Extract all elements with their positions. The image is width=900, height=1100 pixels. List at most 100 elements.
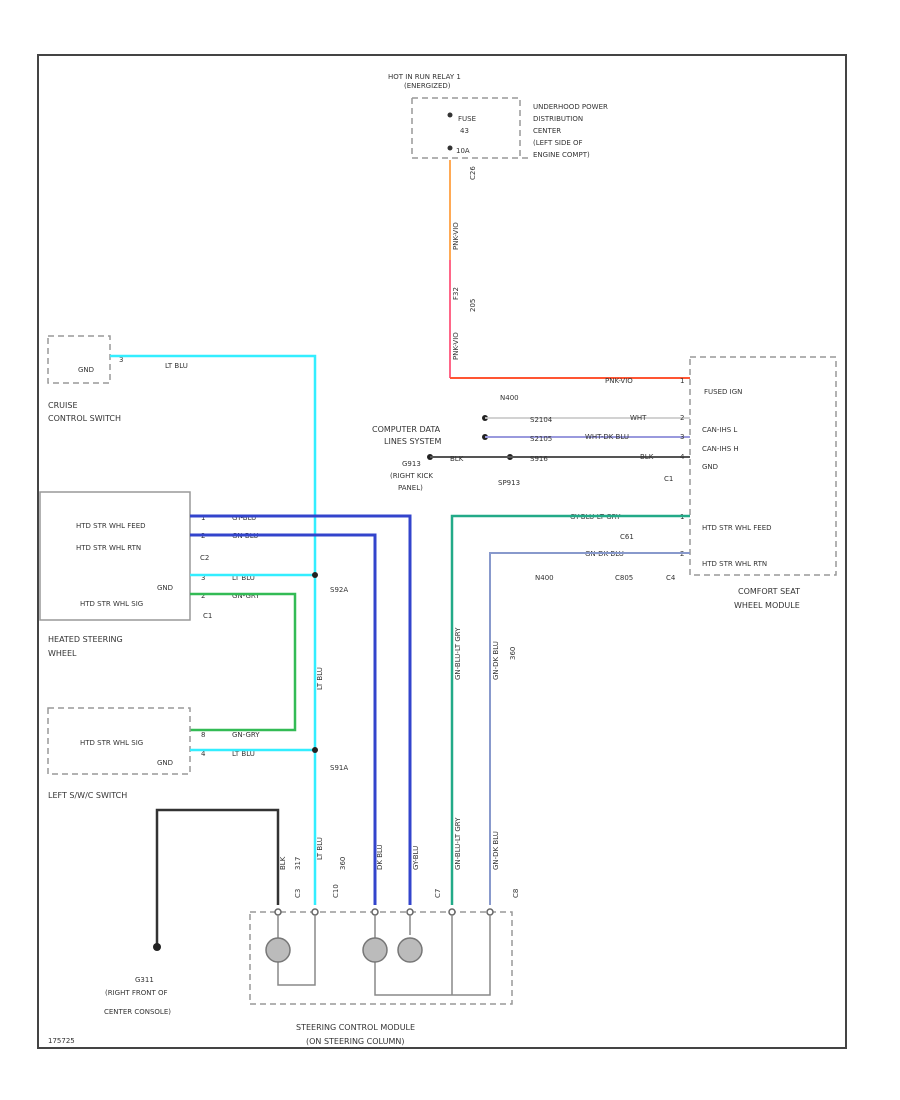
- heated-pin-1: 1: [201, 514, 205, 522]
- comfort-name-1: COMFORT SEAT: [738, 587, 800, 596]
- underhood-line-2: DISTRIBUTION: [533, 115, 583, 123]
- underhood-line-3: CENTER: [533, 127, 561, 135]
- module-component-3: [397, 937, 423, 963]
- comfort-wire-fused: PNK-VIO: [605, 377, 633, 385]
- feed-code: C26: [469, 166, 477, 180]
- conn-c8: C8: [512, 889, 520, 898]
- cdl-line-1: COMPUTER DATA: [372, 425, 441, 434]
- comfort-pin-canl: 2: [680, 414, 684, 422]
- cruise-wire-color: LT BLU: [165, 362, 188, 370]
- feed-wire-color-2: PNK-VIO: [452, 332, 460, 360]
- feed-pin: F32: [452, 287, 460, 300]
- conn-c7: C7: [434, 889, 442, 898]
- comfort-feed: HTD STR WHL FEED: [702, 524, 772, 532]
- cyan-wire-num: 360: [339, 857, 347, 870]
- heated-pin-4: 2: [201, 592, 205, 600]
- underhood-line-1: UNDERHOOD POWER: [533, 103, 608, 111]
- heated-pin-3: 3: [201, 574, 205, 582]
- comfort-rtn-wire: [489, 552, 690, 905]
- left-switch-pin-2: 4: [201, 750, 206, 758]
- heated-name-2: WHEEL: [48, 649, 77, 658]
- fuse-amps: 10A: [456, 147, 470, 155]
- cruise-wire-cyan: [110, 354, 317, 905]
- comfort-pin-gnd: 4: [680, 453, 685, 461]
- relay-title-2: (ENERGIZED): [404, 82, 451, 90]
- comfort-c4: C4: [666, 574, 676, 582]
- heated-feed: HTD STR WHL FEED: [76, 522, 146, 530]
- gnd-splice-label: S916: [530, 455, 548, 463]
- comfort-wire-canl: WHT: [630, 414, 647, 422]
- heated-rtn-wire: [190, 533, 377, 905]
- ground-line-2: CENTER CONSOLE): [104, 1008, 171, 1016]
- diagram-frame: [37, 54, 847, 1049]
- teal-wire-label: GN-BLU-LT GRY: [454, 627, 462, 680]
- heated-sig-wire: [190, 592, 297, 732]
- cruise-name-2: CONTROL SWITCH: [48, 414, 121, 423]
- heated-sig: HTD STR WHL SIG: [80, 600, 143, 608]
- relay-title-1: HOT IN RUN RELAY 1: [388, 73, 461, 81]
- heated-wire-4: GN-GRY: [232, 592, 260, 600]
- ground-code: G311: [135, 976, 154, 984]
- comfort-wire-canh: WHT-DK BLU: [585, 433, 629, 441]
- steering-module-line-1: STEERING CONTROL MODULE: [296, 1023, 415, 1032]
- left-switch-gnd: GND: [157, 759, 173, 767]
- module-pin-blue-2: [406, 908, 414, 916]
- cruise-name-1: CRUISE: [48, 401, 78, 410]
- splice-s91a-label: S91A: [330, 764, 348, 772]
- steering-module-line-2: (ON STEERING COLUMN): [306, 1037, 404, 1046]
- heated-feed-wire: [190, 514, 412, 905]
- ground-point: [153, 943, 161, 951]
- heated-rtn: HTD STR WHL RTN: [76, 544, 141, 552]
- comfort-gnd: GND: [702, 463, 718, 471]
- heated-wire-1: GY-BLU: [232, 514, 256, 522]
- comfort-can-h: CAN-IHS H: [702, 445, 739, 453]
- comfort-conn-feed: C61: [620, 533, 634, 541]
- module-pin-cyan: [311, 908, 319, 916]
- comfort-c1: C1: [664, 475, 673, 483]
- n400-label: N400: [500, 394, 519, 402]
- comfort-can-l: CAN-IHS L: [702, 426, 737, 434]
- cruise-gnd: GND: [78, 366, 94, 374]
- fuse-label: FUSE: [458, 115, 476, 123]
- comfort-feed-wire: [450, 514, 690, 905]
- comfort-name-2: WHEEL MODULE: [734, 601, 800, 610]
- splice-s92a: [312, 572, 318, 578]
- can-l-splice-label: S2104: [530, 416, 553, 424]
- gnd-wire-num: 317: [294, 857, 302, 870]
- right-kick-line-1: (RIGHT KICK: [390, 472, 433, 480]
- comfort-conn-rtn: C805: [615, 574, 633, 582]
- right-kick-code: G913: [402, 460, 421, 468]
- heated-wheel-box: [39, 491, 191, 621]
- fuse-terminal-bottom: [447, 145, 453, 151]
- right-kick-line-2: PANEL): [398, 484, 423, 492]
- comfort-wire-gnd: BLK: [640, 453, 654, 461]
- blue-wire-dk: DK BLU: [376, 844, 384, 870]
- heated-gnd: GND: [157, 584, 173, 592]
- cyan-wire-color: LT BLU: [316, 667, 324, 690]
- comfort-pin-canh: 3: [680, 433, 684, 441]
- gnd-blk-label: BLK: [450, 455, 464, 463]
- heated-wire-3: LT BLU: [232, 574, 255, 582]
- module-component-2: [362, 937, 388, 963]
- left-switch-box: [47, 707, 191, 775]
- conn-c3: C3: [294, 889, 302, 898]
- lavender-wire-label-2: GN-DK BLU: [492, 831, 500, 870]
- left-switch-wire-2: LT BLU: [232, 750, 255, 758]
- cyan-wire-color-2: LT BLU: [316, 837, 324, 860]
- comfort-rtn: HTD STR WHL RTN: [702, 560, 767, 568]
- module-pin-blue-1: [371, 908, 379, 916]
- module-pin-teal: [448, 908, 456, 916]
- module-internal-loop: [374, 915, 491, 996]
- comfort-fused-ign: FUSED IGN: [704, 388, 742, 396]
- fuse-number: 43: [460, 127, 469, 135]
- conn-c10: C10: [332, 884, 340, 898]
- n400-lower-label: N400: [535, 574, 554, 582]
- cdl-line-2: LINES SYSTEM: [384, 437, 441, 446]
- teal-wire-label-2: GN-BLU-LT GRY: [454, 817, 462, 870]
- cruise-switch-box: [47, 335, 111, 384]
- ground-line-1: (RIGHT FRONT OF: [105, 989, 168, 997]
- comfort-module-box: [689, 356, 837, 576]
- module-pins: [274, 908, 494, 916]
- can-h-splice-label: S2105: [530, 435, 552, 443]
